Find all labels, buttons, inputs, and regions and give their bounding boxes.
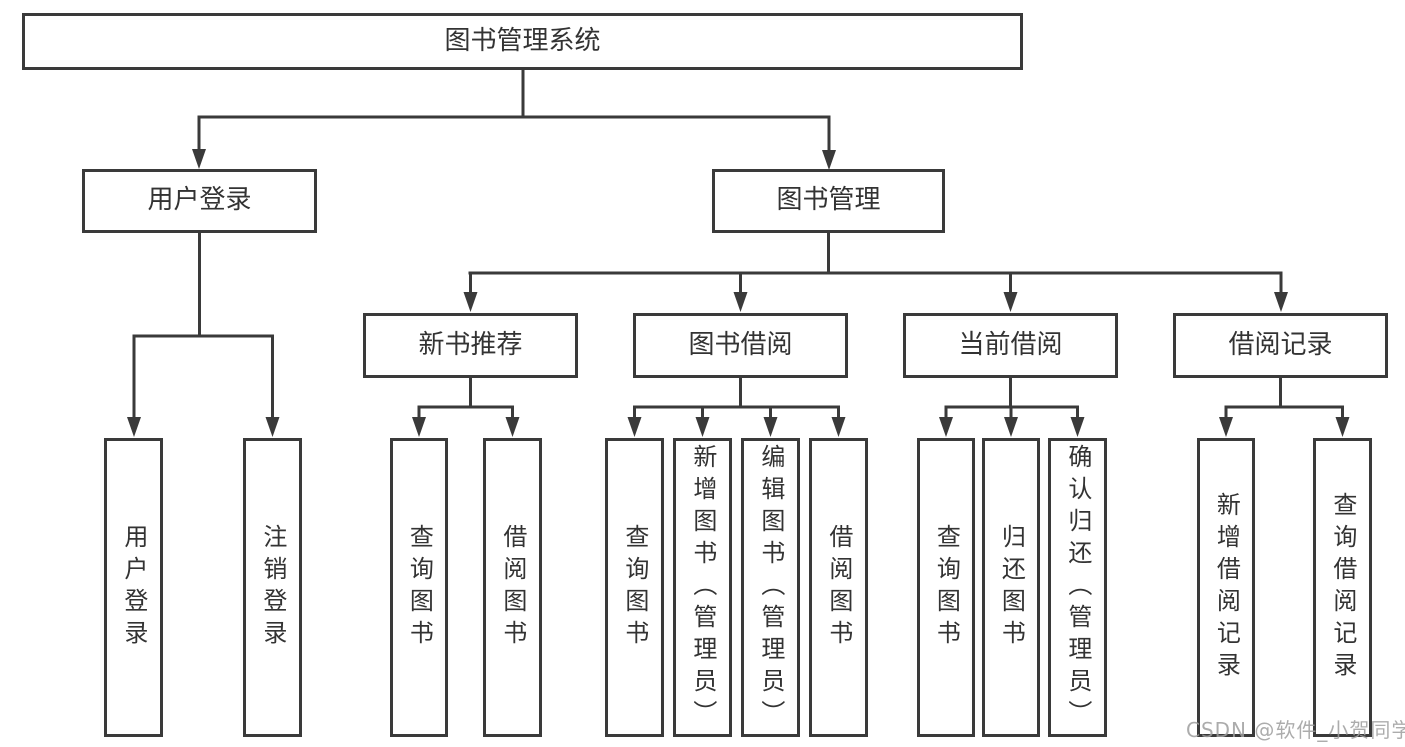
node-label: 编辑图书（管理员） [756,443,785,732]
arrowhead [1335,417,1350,437]
arrowhead [939,417,953,437]
node-current-borrowing: 当前借阅 [903,313,1118,378]
edge-user-login-to-leaves [132,233,274,421]
arrowheads [127,149,1350,437]
edge-root-to-level1 [197,70,831,154]
arrowhead [627,417,642,437]
node-leaf-add-books-admin: 新增图书（管理员） [673,438,732,737]
arrowhead [733,292,748,312]
node-leaf-return-books: 归还图书 [982,438,1040,737]
edge-current-to-leaves [944,377,1079,421]
arrowhead [1219,417,1233,437]
edge-recommend-to-leaves [417,378,514,421]
arrowhead [1004,417,1018,437]
node-book-borrowing: 图书借阅 [633,313,848,378]
arrowhead [192,149,206,169]
node-user-login: 用户登录 [82,169,317,233]
arrowhead [763,417,778,437]
node-label: 图书管理 [776,185,881,216]
node-leaf-logout-login: 注销登录 [243,438,302,737]
node-label: 查询借阅记录 [1328,491,1357,684]
arrowhead [265,417,280,437]
node-label: 新增图书（管理员） [688,443,717,732]
node-leaf-query-books-borrow: 查询图书 [605,438,664,737]
node-label: 用户登录 [119,523,148,652]
node-leaf-edit-books-admin: 编辑图书（管理员） [741,438,800,737]
node-label: 确认归还（管理员） [1063,443,1092,732]
arrowhead [831,417,846,437]
edge-borrow-to-leaves [633,378,840,421]
node-leaf-confirm-return-admin: 确认归还（管理员） [1048,438,1107,737]
node-label: 用户登录 [147,185,252,216]
node-borrow-records: 借阅记录 [1173,313,1388,378]
node-new-book-recommend: 新书推荐 [363,313,578,378]
node-label: 注销登录 [258,523,287,652]
node-label: 图书借阅 [688,329,793,360]
node-label: 新增借阅记录 [1212,491,1241,684]
node-label: 借阅记录 [1228,329,1333,360]
arrowhead [822,150,836,170]
node-label: 查询图书 [620,523,649,652]
node-label: 借阅图书 [824,523,853,652]
node-label: 借阅图书 [498,523,527,652]
arrowhead [412,417,426,437]
node-leaf-query-books-recommend: 查询图书 [390,438,448,737]
edge-records-to-leaves [1224,378,1344,421]
node-label: 新书推荐 [418,329,523,360]
node-book-management: 图书管理 [712,169,945,233]
arrowhead [127,417,141,437]
arrowhead [1003,292,1018,312]
node-leaf-query-borrow-record: 查询借阅记录 [1313,438,1372,737]
node-label: 图书管理系统 [444,25,601,56]
edge-book-mgmt-to-level2 [468,233,1283,296]
node-leaf-user-login: 用户登录 [104,438,163,737]
node-leaf-borrow-books: 借阅图书 [809,438,868,737]
arrowhead [1070,417,1085,437]
arrowhead [463,292,478,312]
tree-edges [132,70,1344,421]
node-label: 归还图书 [997,523,1026,652]
node-label: 查询图书 [932,523,961,652]
node-leaf-query-books-current: 查询图书 [917,438,975,737]
arrowhead [695,417,710,437]
node-leaf-borrow-books-recommend: 借阅图书 [483,438,542,737]
arrowhead [505,417,520,437]
node-root-system: 图书管理系统 [22,13,1023,70]
node-leaf-add-borrow-record: 新增借阅记录 [1197,438,1255,737]
node-label: 查询图书 [405,523,434,652]
node-label: 当前借阅 [958,329,1063,360]
arrowhead [1274,292,1288,312]
